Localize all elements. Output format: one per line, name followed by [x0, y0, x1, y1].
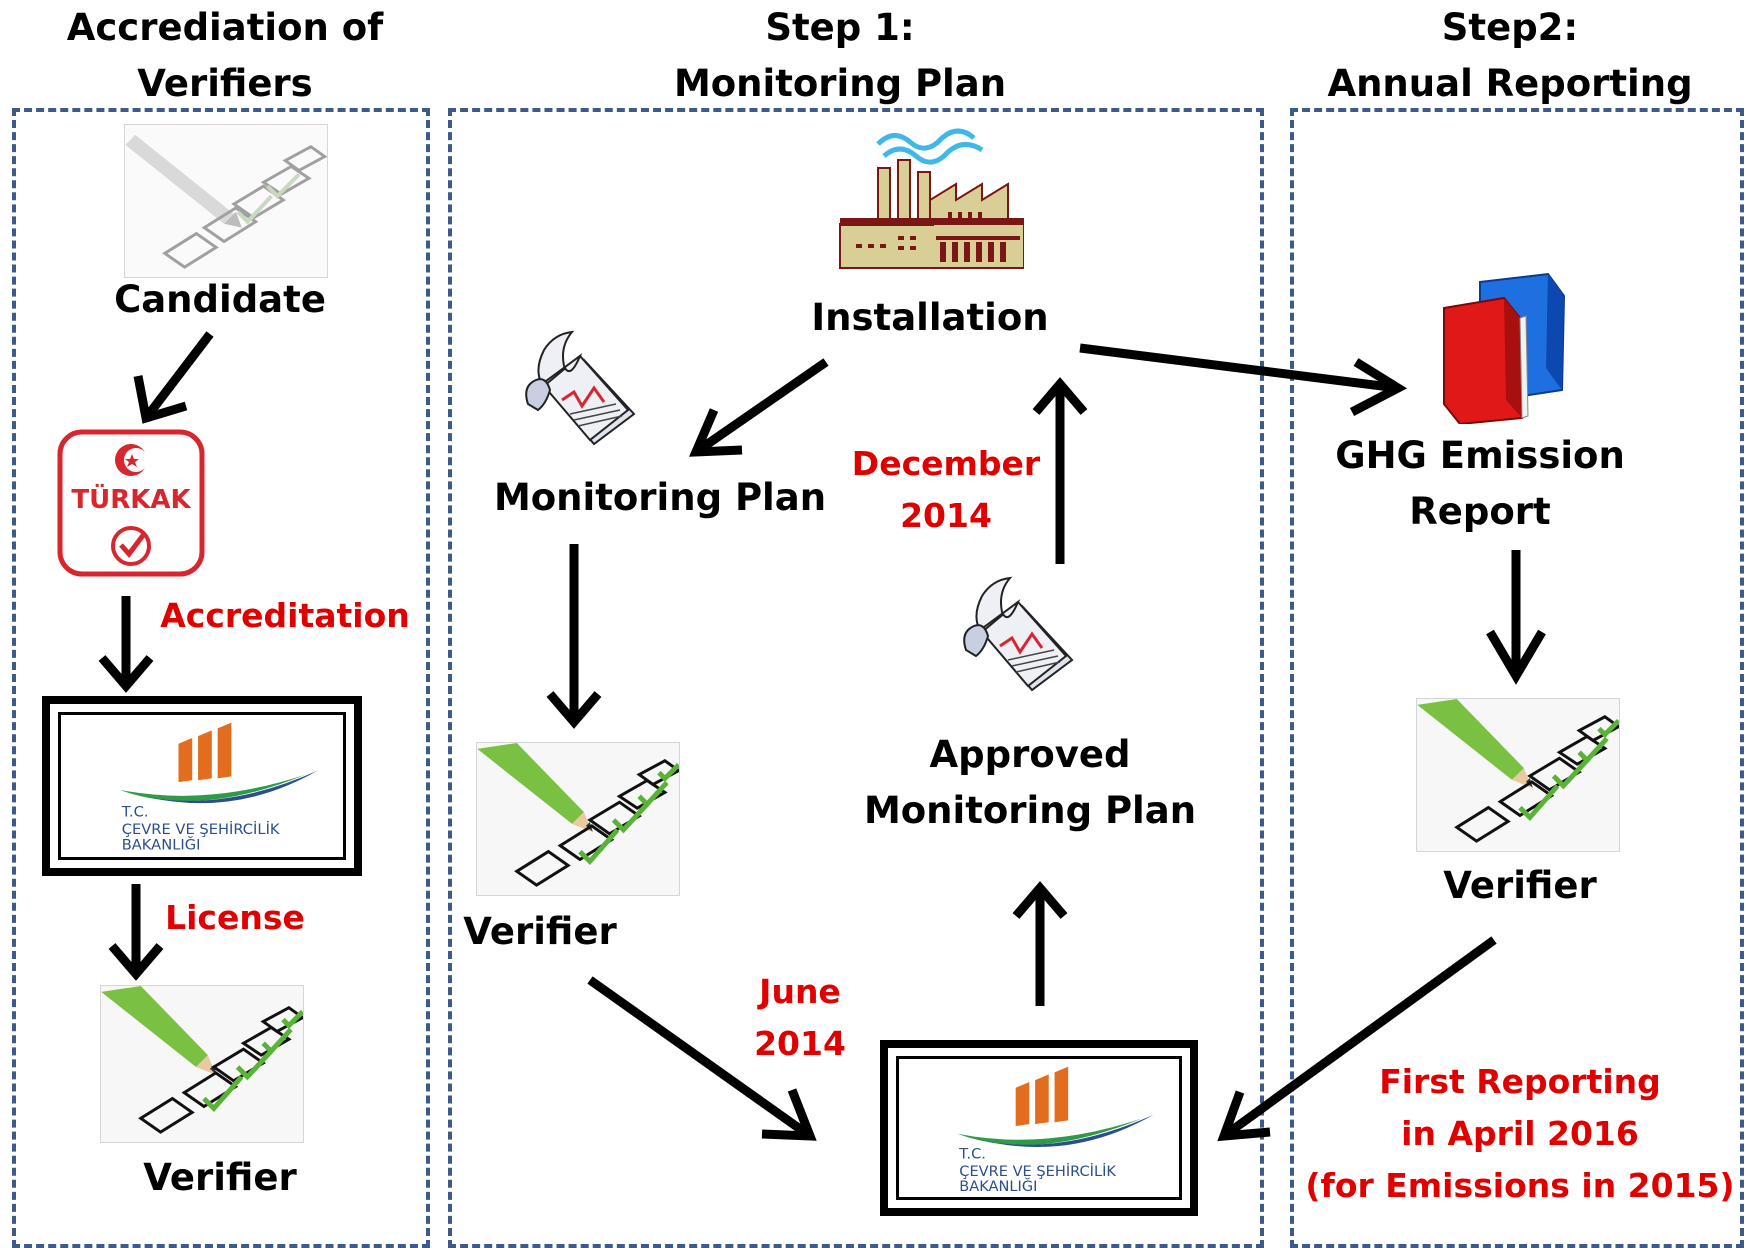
ghg-report-line1: GHG Emission: [1335, 434, 1625, 477]
december-2014-label: December 2014: [846, 438, 1046, 542]
arrow-step2-verifier-to-ministry: [1217, 936, 1497, 1142]
monitoring-plan-document-icon: [524, 330, 636, 446]
turkak-logo-text: TÜRKAK: [71, 482, 191, 515]
report-books-icon: [1440, 272, 1568, 426]
approved-line2: Monitoring Plan: [863, 789, 1197, 832]
arrow-monitoring-plan-to-verifier: [546, 544, 602, 729]
ministry-logo-center-line1: T.C.: [958, 1147, 986, 1163]
license-label: License: [165, 898, 305, 937]
step2-header-line2: Annual Reporting: [1327, 62, 1693, 105]
approved-line1: Approved: [929, 733, 1131, 776]
step1-header-line1: Step 1:: [765, 6, 915, 49]
ministry-logo-left-line1: T.C.: [121, 805, 149, 821]
arrow-ministry-to-verifier: [108, 884, 164, 981]
arrow-verifier-to-ministry: [587, 976, 817, 1141]
factory-icon: [838, 120, 1025, 270]
candidate-label: Candidate: [114, 278, 326, 321]
first-reporting-line1: First Reporting: [1379, 1062, 1661, 1101]
candidate-checklist-icon: [124, 124, 328, 278]
accreditation-verifier-checklist-icon: [100, 985, 304, 1143]
accreditation-header: Accrediation of Verifiers: [20, 0, 430, 112]
arrow-installation-to-report: [1079, 343, 1408, 416]
arrow-report-to-verifier: [1486, 550, 1546, 685]
ghg-report-label: GHG Emission Report: [1330, 428, 1630, 540]
arrow-installation-to-monitoring-plan: [689, 358, 829, 457]
ministry-logo-left-line2: ÇEVRE VE ŞEHİRCİLİK: [122, 820, 280, 838]
arrow-ministry-to-approved-plan: [1012, 881, 1068, 1006]
step2-header-line1: Step2:: [1441, 6, 1579, 49]
june-2014-line2: 2014: [754, 1024, 846, 1063]
ministry-logo-center-line2: ÇEVRE VE ŞEHİRCİLİK: [959, 1162, 1116, 1180]
installation-label: Installation: [811, 296, 1049, 339]
accreditation-header-line2: Verifiers: [137, 62, 313, 105]
step1-verifier-checklist-icon: [476, 742, 680, 896]
accreditation-header-line1: Accrediation of: [66, 6, 384, 49]
step1-verifier-label: Verifier: [463, 910, 617, 953]
step2-header: Step2: Annual Reporting: [1310, 0, 1710, 112]
arrow-turkak-to-ministry: [98, 596, 154, 693]
first-reporting-line3: (for Emissions in 2015): [1305, 1166, 1735, 1205]
monitoring-plan-label: Monitoring Plan: [493, 476, 827, 519]
step2-verifier-label: Verifier: [1443, 864, 1597, 907]
first-reporting-line2: in April 2016: [1401, 1114, 1639, 1153]
december-2014-line1: December: [851, 444, 1041, 483]
december-2014-line2: 2014: [900, 496, 992, 535]
ministry-logo-center: T.C. ÇEVRE VE ŞEHİRCİLİK BAKANLIĞI: [880, 1040, 1198, 1216]
accreditation-verifier-label: Verifier: [143, 1156, 297, 1199]
june-2014-label: June 2014: [740, 966, 860, 1070]
arrow-candidate-to-turkak: [133, 331, 214, 424]
ministry-logo-left-line3: BAKANLIĞI: [122, 835, 201, 853]
ghg-report-line2: Report: [1409, 490, 1551, 533]
step2-verifier-checklist-icon: [1416, 698, 1620, 852]
step1-header-line2: Monitoring Plan: [673, 62, 1007, 105]
approved-monitoring-plan-label: Approved Monitoring Plan: [850, 727, 1210, 839]
turkak-logo: TÜRKAK: [56, 428, 206, 578]
approved-plan-document-icon: [962, 576, 1074, 692]
ministry-logo-left: T.C. ÇEVRE VE ŞEHİRCİLİK BAKANLIĞI: [42, 696, 362, 876]
arrow-approved-plan-to-installation: [1032, 377, 1088, 564]
accreditation-label: Accreditation: [160, 596, 410, 635]
step1-header: Step 1: Monitoring Plan: [630, 0, 1050, 112]
first-reporting-label: First Reporting in April 2016 (for Emiss…: [1300, 1056, 1740, 1212]
june-2014-line1: June: [759, 972, 841, 1011]
ministry-logo-center-line3: BAKANLIĞI: [959, 1177, 1037, 1195]
